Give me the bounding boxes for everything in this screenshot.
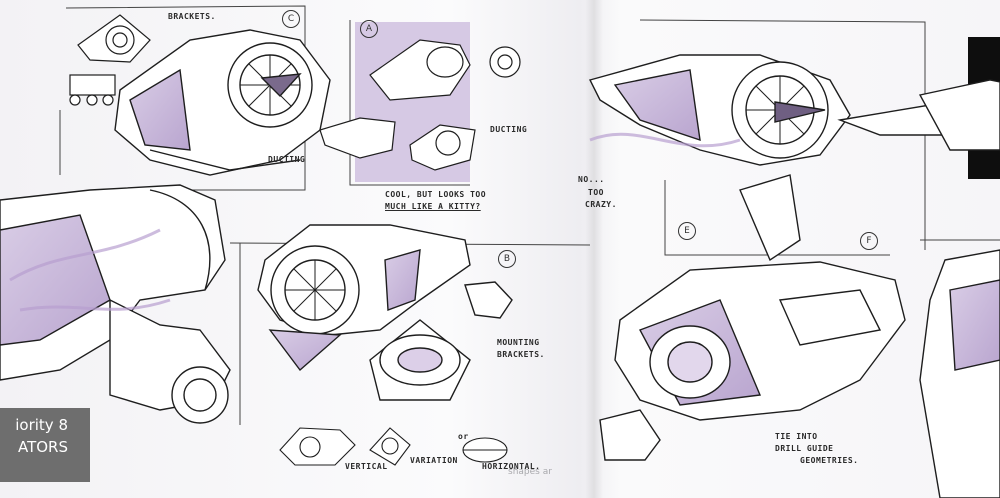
note-tie-line2: DRILL GUIDE [775,444,834,453]
note-mounting-line1: MOUNTING [497,338,540,347]
sketch-pod-a [319,39,521,171]
title-badge: iority 8 ATORS [0,408,90,482]
watermark: shapes ar [508,467,552,477]
label-b: B [498,250,516,268]
note-horizontal: HORIZONTAL. [482,462,541,471]
note-variation: VARIATION [410,456,458,465]
note-brackets: BRACKETS. [168,12,216,21]
sketch-pod-right-partial [919,249,1000,498]
label-e: E [678,222,696,240]
note-cool-line1: COOL, BUT LOOKS TOO [385,190,487,199]
note-or: or [458,432,469,441]
sketch-pod-c [114,29,331,176]
panel-frames-right [639,19,1000,256]
sketch-pod-b [257,224,513,401]
note-vertical: VERTICAL [345,462,388,471]
note-cool-line2: MUCH LIKE A KITTY? [385,202,481,211]
badge-line2: ATORS [17,438,68,456]
sketch-bracket [69,14,151,106]
sketch-pod-f [599,261,906,461]
note-ducting-top: DUCTING [268,155,306,164]
label-a: A [360,20,378,38]
note-mounting-line2: BRACKETS. [497,350,545,359]
note-ducting-right: DUCTING [490,125,528,134]
sketch-fuselage-left [0,184,231,424]
label-c: C [282,10,300,28]
note-no-line3: CRAZY. [585,200,617,209]
badge-line1: iority 8 [15,416,68,434]
note-tie-line1: TIE INTO [775,432,818,441]
note-no-line2: TOO [588,188,604,197]
note-tie-line3: GEOMETRIES. [800,456,859,465]
label-f: F [860,232,878,250]
note-no-line1: NO... [578,175,605,184]
sketch-pod-e [588,54,1000,262]
marker-strokes [9,132,741,312]
page-gutter [585,0,603,498]
sketch-variations [279,427,508,466]
